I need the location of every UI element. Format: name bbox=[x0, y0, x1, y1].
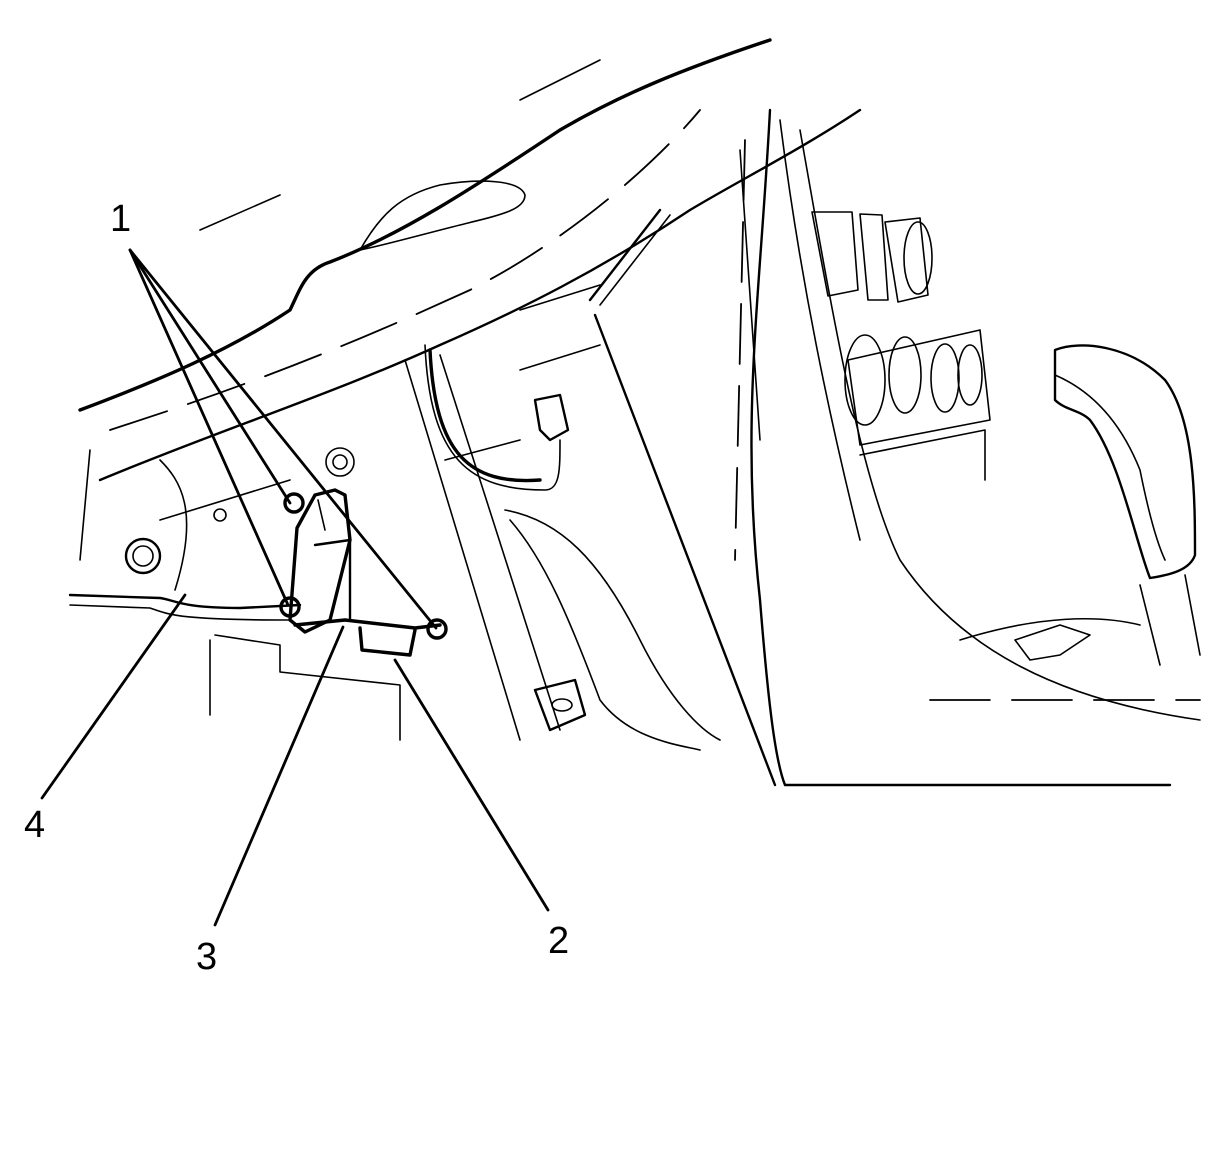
callout-4: 4 bbox=[24, 804, 46, 846]
callout-2: 2 bbox=[548, 920, 570, 962]
leader-lines bbox=[40, 248, 550, 927]
callout-1: 1 bbox=[110, 198, 132, 240]
instrument-panel-upper bbox=[78, 38, 862, 482]
bracket bbox=[68, 447, 401, 741]
callout-3: 3 bbox=[196, 936, 218, 978]
fasteners bbox=[279, 492, 448, 640]
console-side-trim bbox=[404, 208, 777, 787]
module bbox=[288, 488, 442, 657]
shift-lever bbox=[929, 344, 1201, 701]
center-stack bbox=[734, 108, 1201, 787]
